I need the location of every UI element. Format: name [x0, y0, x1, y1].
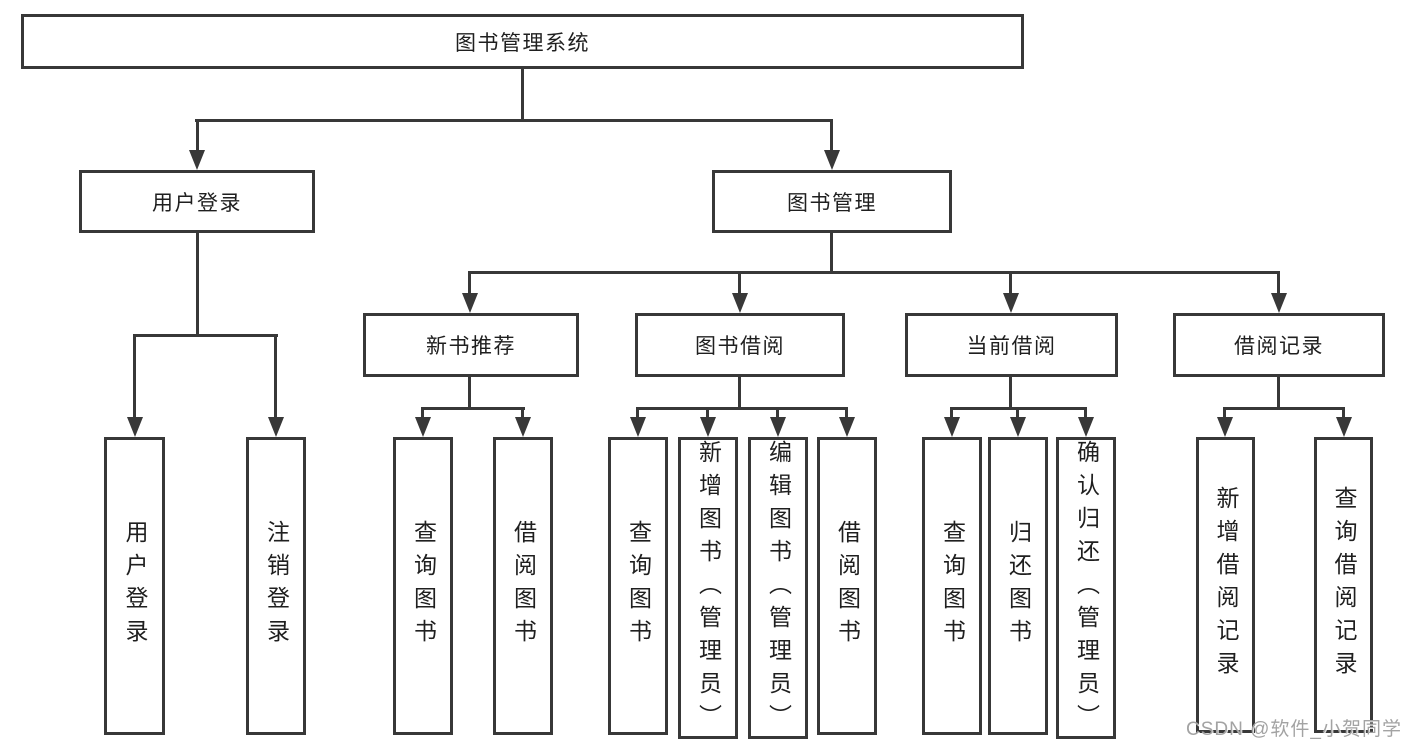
- connector-arrowhead: [944, 417, 960, 437]
- connector-line: [133, 334, 278, 337]
- node-label: 编辑图书（管理员）: [765, 440, 792, 737]
- node-label: 确认归还（管理员）: [1073, 440, 1100, 737]
- node-label: 图书管理系统: [455, 31, 590, 55]
- connector-line: [738, 271, 741, 294]
- connector-line: [521, 407, 524, 419]
- node-label: 查询图书: [410, 520, 437, 652]
- connector-arrowhead: [462, 293, 478, 313]
- connector-line: [1009, 377, 1012, 409]
- node-label: 用户登录: [122, 520, 148, 652]
- connector-arrowhead: [1078, 417, 1094, 437]
- node-label: 新增图书（管理员）: [695, 440, 722, 737]
- connector-line: [830, 233, 833, 274]
- node-book-borrow: 图书借阅: [635, 313, 845, 377]
- leaf-edit-books-admin: 编辑图书（管理员）: [748, 437, 808, 739]
- node-borrow-records: 借阅记录: [1173, 313, 1385, 377]
- connector-line: [421, 407, 424, 419]
- connector-line: [636, 407, 639, 419]
- node-root-library-system: 图书管理系统: [21, 14, 1024, 69]
- connector-line: [1223, 407, 1345, 410]
- connector-line: [950, 407, 953, 419]
- connector-arrowhead: [1217, 417, 1233, 437]
- node-user-login: 用户登录: [79, 170, 315, 233]
- connector-arrowhead: [824, 150, 840, 170]
- leaf-return-books: 归还图书: [988, 437, 1048, 735]
- connector-line: [468, 271, 471, 294]
- connector-line: [521, 69, 524, 121]
- connector-arrowhead: [268, 417, 284, 437]
- connector-line: [133, 334, 136, 418]
- node-label: 图书借阅: [695, 335, 785, 358]
- connector-line: [1084, 407, 1087, 419]
- connector-line: [196, 119, 199, 152]
- connector-line: [468, 271, 1280, 274]
- connector-line: [196, 233, 199, 336]
- connector-line: [636, 407, 848, 410]
- node-label: 归还图书: [1005, 520, 1032, 652]
- connector-line: [1009, 271, 1012, 294]
- connector-arrowhead: [1271, 293, 1287, 313]
- node-label: 借阅图书: [834, 520, 861, 652]
- leaf-logout: 注销登录: [246, 437, 306, 735]
- connector-line: [421, 407, 525, 410]
- leaf-query-books: 查询图书: [393, 437, 453, 735]
- connector-arrowhead: [415, 417, 431, 437]
- node-label: 查询图书: [939, 520, 966, 652]
- connector-line: [1223, 407, 1226, 419]
- connector-arrowhead: [839, 417, 855, 437]
- leaf-query-books-2: 查询图书: [608, 437, 668, 735]
- node-book-management: 图书管理: [712, 170, 952, 233]
- leaf-add-borrow-record: 新增借阅记录: [1196, 437, 1255, 733]
- connector-arrowhead: [127, 417, 143, 437]
- connector-line: [1016, 407, 1019, 419]
- connector-line: [706, 407, 709, 419]
- leaf-user-login: 用户登录: [104, 437, 165, 735]
- connector-line: [845, 407, 848, 419]
- connector-line: [274, 334, 277, 418]
- connector-line: [1277, 271, 1280, 294]
- watermark: CSDN @软件_小贺同学: [1186, 719, 1402, 740]
- leaf-query-books-3: 查询图书: [922, 437, 982, 735]
- node-label: 查询图书: [625, 520, 652, 652]
- leaf-query-borrow-record: 查询借阅记录: [1314, 437, 1373, 733]
- connector-arrowhead: [700, 417, 716, 437]
- leaf-borrow-books-2: 借阅图书: [817, 437, 877, 735]
- leaf-confirm-return-admin: 确认归还（管理员）: [1056, 437, 1116, 739]
- connector-line: [195, 119, 833, 122]
- node-label: 借阅记录: [1234, 335, 1324, 358]
- connector-arrowhead: [1336, 417, 1352, 437]
- node-label: 新书推荐: [426, 335, 516, 358]
- connector-line: [1342, 407, 1345, 419]
- node-label: 借阅图书: [510, 520, 537, 652]
- node-label: 新增借阅记录: [1213, 486, 1239, 684]
- node-label: 图书管理: [787, 191, 877, 215]
- connector-line: [830, 119, 833, 152]
- node-current-borrow: 当前借阅: [905, 313, 1118, 377]
- node-label: 查询借阅记录: [1331, 486, 1357, 684]
- leaf-borrow-books: 借阅图书: [493, 437, 553, 735]
- connector-line: [468, 377, 471, 409]
- connector-arrowhead: [770, 417, 786, 437]
- connector-line: [1277, 377, 1280, 409]
- connector-arrowhead: [1003, 293, 1019, 313]
- node-label: 当前借阅: [966, 335, 1057, 358]
- connector-arrowhead: [189, 150, 205, 170]
- node-label: 用户登录: [152, 191, 242, 215]
- connector-arrowhead: [1010, 417, 1026, 437]
- node-label: 注销登录: [263, 520, 290, 652]
- connector-line: [738, 377, 741, 409]
- connector-arrowhead: [732, 293, 748, 313]
- leaf-add-books-admin: 新增图书（管理员）: [678, 437, 738, 739]
- connector-arrowhead: [515, 417, 531, 437]
- node-new-book-recommend: 新书推荐: [363, 313, 579, 377]
- connector-line: [776, 407, 779, 419]
- connector-arrowhead: [630, 417, 646, 437]
